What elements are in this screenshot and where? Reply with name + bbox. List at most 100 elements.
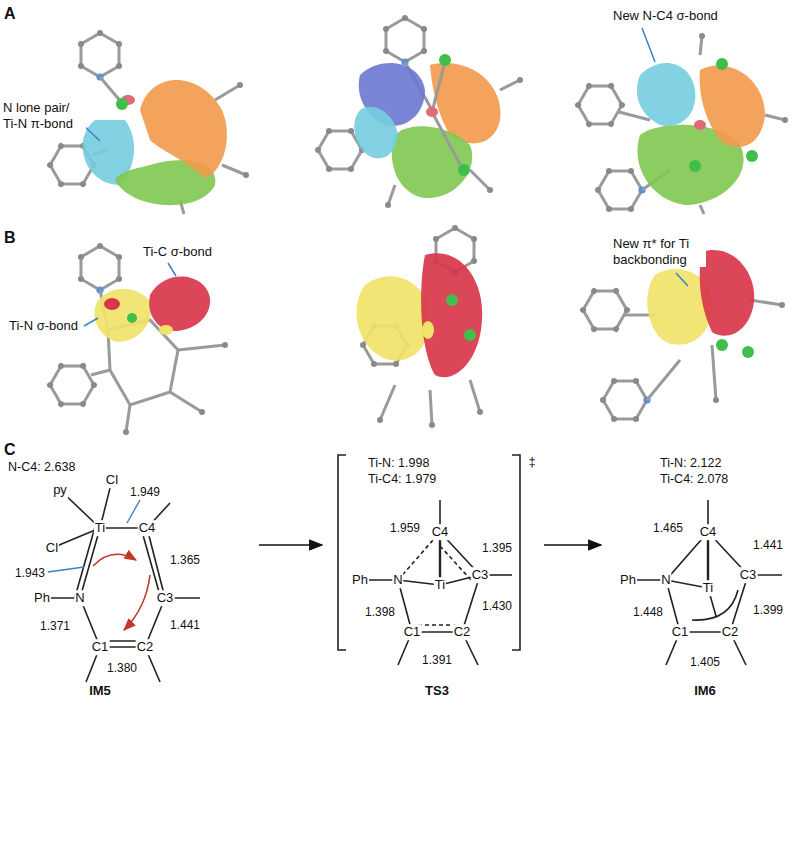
orbital-B-left-part-part bbox=[126, 405, 130, 432]
structure-IM5-part bbox=[143, 535, 159, 592]
orbital-B-middle-part bbox=[464, 329, 476, 341]
structure-name: TS3 bbox=[423, 683, 451, 698]
orbital-A-left-part-part bbox=[215, 85, 240, 100]
orbital-A-right-part bbox=[595, 168, 646, 212]
orbital-B-right-part-part bbox=[750, 300, 782, 305]
bond-length: 1.395 bbox=[481, 541, 513, 555]
atom-label: C2 bbox=[453, 624, 472, 640]
callout-label: N lone pair/ Ti-N π-bond bbox=[2, 100, 86, 131]
orbital-B-right-part bbox=[716, 339, 728, 351]
atom-label: C3 bbox=[739, 567, 758, 583]
bond-length: 1.398 bbox=[364, 605, 396, 619]
orbital-A-middle-part bbox=[432, 62, 445, 112]
orbital-A-middle-part bbox=[354, 107, 398, 159]
orbital-A-right-part bbox=[637, 63, 695, 126]
orbital-B-left-part bbox=[123, 429, 129, 435]
atom-label: C1 bbox=[91, 639, 110, 655]
orbital-A-left-part bbox=[78, 30, 122, 81]
structure-TS3-part bbox=[512, 455, 520, 650]
bond-length: 1.465 bbox=[652, 521, 684, 535]
orbital-B-right bbox=[573, 250, 785, 422]
distance-header: Ti-C4: 2.078 bbox=[660, 472, 728, 487]
bond-length: 1.441 bbox=[752, 538, 784, 552]
orbital-B-left-part bbox=[159, 325, 173, 335]
bond-length: 1.448 bbox=[632, 605, 664, 619]
structure-IM6 bbox=[628, 500, 782, 665]
orbital-A-right-part-part bbox=[700, 205, 704, 214]
orbital-A-left-part bbox=[84, 126, 100, 141]
atom-label: ‡ bbox=[527, 454, 536, 470]
callout-label: Ti-N σ-bond bbox=[8, 318, 79, 334]
orbital-B-left-part bbox=[78, 243, 122, 294]
orbital-A-right-part bbox=[642, 28, 655, 62]
bond-length: 1.949 bbox=[129, 485, 161, 499]
orbital-B-right-part bbox=[700, 250, 755, 336]
orbital-A-middle-part bbox=[383, 15, 427, 66]
orbital-A-left-part bbox=[243, 172, 249, 178]
orbital-B-left-part bbox=[127, 313, 137, 323]
atom-label: Cl bbox=[45, 540, 59, 556]
distance-header: Ti-N: 2.122 bbox=[660, 456, 721, 471]
atom-label: N bbox=[660, 572, 671, 588]
structure-IM5 bbox=[42, 480, 200, 682]
orbital-B-middle bbox=[356, 225, 483, 428]
bond-length: 1.943 bbox=[14, 566, 46, 580]
orbital-B-right-part bbox=[600, 378, 651, 422]
orbital-B-left-part bbox=[222, 342, 228, 348]
atom-label: Ph bbox=[351, 572, 369, 588]
atom-label: N bbox=[392, 572, 403, 588]
orbital-A-left-part bbox=[237, 82, 243, 88]
orbital-A-middle bbox=[315, 15, 523, 208]
orbital-A-middle-part-part bbox=[388, 185, 395, 205]
orbital-A-middle-part bbox=[487, 187, 493, 193]
panel-letter: A bbox=[4, 4, 16, 23]
structure-IM6-part bbox=[692, 590, 738, 620]
structure-name: IM5 bbox=[87, 683, 113, 698]
orbital-B-left-part bbox=[199, 409, 205, 415]
structure-TS3 bbox=[338, 455, 520, 665]
structure-TS3-part bbox=[441, 547, 471, 580]
atom-label: C3 bbox=[471, 567, 490, 583]
orbital-B-right-part bbox=[573, 277, 636, 342]
orbital-B-right-part-part bbox=[647, 360, 680, 400]
atom-label: Cl bbox=[105, 472, 119, 488]
orbital-A-right-part bbox=[700, 66, 765, 147]
atom-label: C4 bbox=[699, 524, 718, 540]
structure-name: IM6 bbox=[692, 683, 718, 698]
orbital-B-left-part-part bbox=[170, 392, 202, 412]
orbital-A-right-part bbox=[782, 117, 788, 123]
structure-panel: IM6 bbox=[605, 455, 795, 705]
orbital-B-right-part-part bbox=[712, 345, 716, 400]
orbital-B-left-part bbox=[104, 298, 120, 310]
structure-IM5-part bbox=[124, 575, 150, 630]
orbital-B-left-part bbox=[84, 318, 98, 326]
atom-label: C3 bbox=[156, 590, 175, 606]
orbital-A-right-part-part bbox=[765, 115, 785, 120]
panel-letter: C bbox=[4, 440, 16, 459]
orbital-A-left-part-part bbox=[222, 165, 246, 175]
atom-label: C4 bbox=[138, 520, 157, 536]
bond-length: 1.380 bbox=[106, 661, 138, 675]
bond-length: 1.959 bbox=[389, 521, 421, 535]
orbital-B-middle-part bbox=[421, 253, 482, 377]
structure-IM5-part bbox=[48, 567, 84, 572]
orbital-B-left-part-part bbox=[178, 345, 225, 350]
atom-label: py bbox=[52, 482, 68, 498]
orbital-A-right-part bbox=[568, 72, 631, 137]
atom-label: Ti bbox=[702, 580, 714, 596]
callout-label: New N-C4 σ-bond bbox=[612, 8, 719, 24]
reaction-arrow bbox=[544, 544, 601, 546]
reaction-arrow bbox=[259, 544, 322, 546]
orbital-A-middle-part bbox=[458, 164, 470, 176]
atom-label: C2 bbox=[136, 639, 155, 655]
orbital-B-middle-part-part bbox=[430, 390, 432, 425]
orbital-B-middle-part-part bbox=[380, 385, 395, 420]
orbital-A-middle-part bbox=[517, 77, 523, 83]
orbital-A-middle-part bbox=[426, 107, 438, 117]
orbital-B-left-part-part bbox=[91, 370, 110, 375]
structure-IM5-part bbox=[52, 528, 100, 548]
